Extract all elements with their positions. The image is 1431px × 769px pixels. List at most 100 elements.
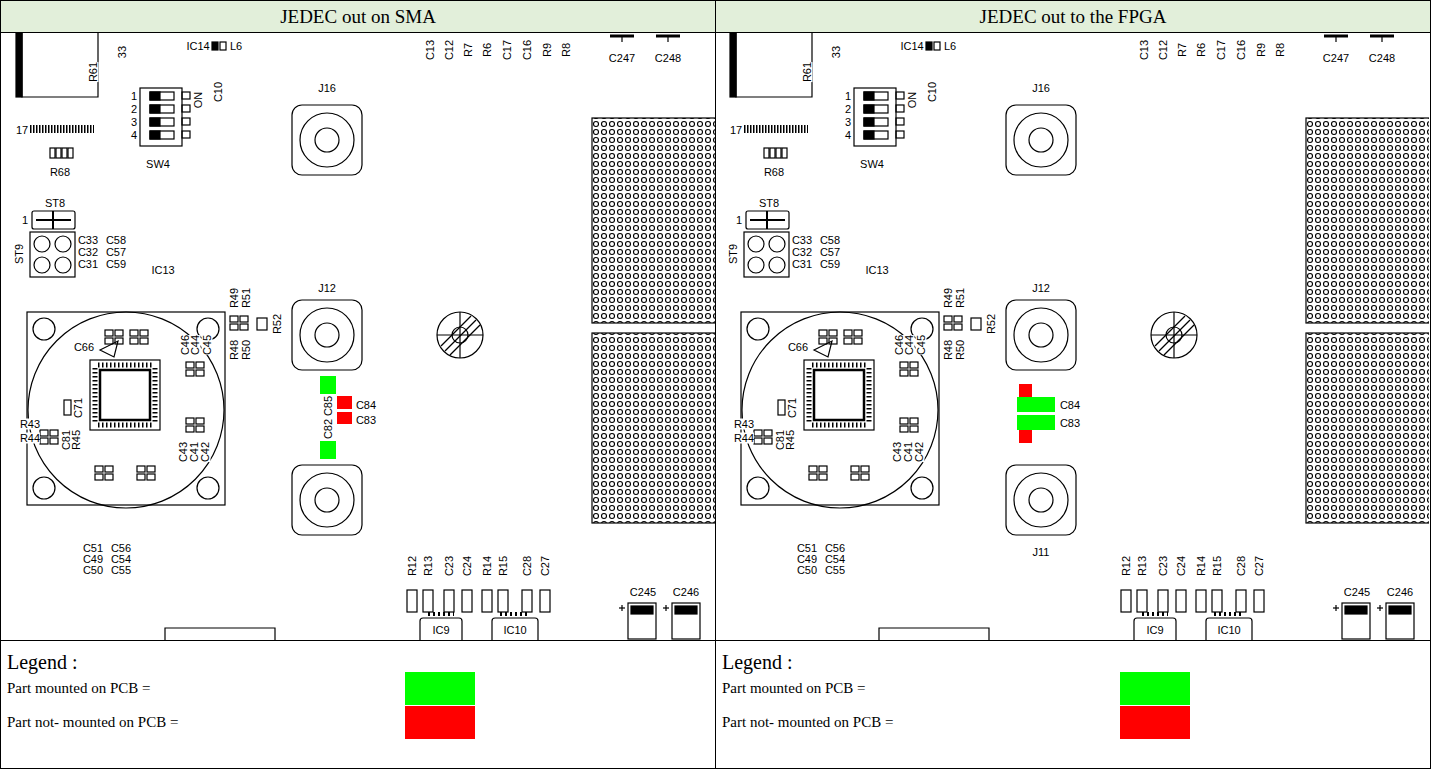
part-label: R14 xyxy=(482,556,493,576)
part-label: 1 xyxy=(22,215,28,226)
part-label: IC13 xyxy=(151,265,174,276)
part-label: 33 xyxy=(117,46,128,58)
part-label: C41 xyxy=(189,442,200,462)
part-label: C31 xyxy=(78,259,98,270)
part-label: R15 xyxy=(498,556,509,576)
part-label: C245 xyxy=(630,587,656,598)
part-label: ST9 xyxy=(14,244,25,264)
part-label: C32 xyxy=(78,247,98,258)
part-label: R48 xyxy=(229,340,240,360)
part-label: C10 xyxy=(927,82,938,102)
legend-text: Part mounted on PCB = xyxy=(7,679,150,697)
part-label: C51 xyxy=(797,543,817,554)
part-label: C45 xyxy=(916,335,927,355)
legend-cell: Legend :Part mounted on PCB =Part not- m… xyxy=(716,641,1430,768)
part-label: C13 xyxy=(1139,40,1150,60)
part-label: C246 xyxy=(673,587,699,598)
part-label: R43 xyxy=(20,419,40,430)
part-label: R52 xyxy=(272,314,283,334)
part-label: R50 xyxy=(241,340,252,360)
part-label: R7 xyxy=(463,43,474,57)
part-label: C27 xyxy=(1254,556,1265,576)
part-label: C248 xyxy=(655,53,681,64)
header-cell: JEDEC out to the FPGA xyxy=(716,1,1430,32)
part-label: C58 xyxy=(106,235,126,246)
part-label: C56 xyxy=(825,543,845,554)
part-label: J16 xyxy=(1032,83,1050,94)
part-label: R12 xyxy=(1121,556,1132,576)
part-label: C66 xyxy=(788,342,808,353)
part-label: J11 xyxy=(1033,547,1050,558)
part-label: 2 xyxy=(131,104,137,115)
part-label: C43 xyxy=(178,442,189,462)
part-label: C16 xyxy=(522,40,533,60)
part-label: C57 xyxy=(820,247,840,258)
part-label: IC14 xyxy=(186,41,209,52)
part-label: C17 xyxy=(502,40,513,60)
part-label: R44 xyxy=(20,433,40,444)
part-label: C33 xyxy=(792,235,812,246)
part-label: L6 xyxy=(230,41,242,52)
part-label: R48 xyxy=(943,340,954,360)
part-label: C54 xyxy=(825,554,845,565)
part-label: C54 xyxy=(111,554,131,565)
part-label: C51 xyxy=(83,543,103,554)
part-label: R12 xyxy=(407,556,418,576)
part-label: ON xyxy=(193,92,204,109)
part-label: C16 xyxy=(1236,40,1247,60)
part-label: 2 xyxy=(845,104,851,115)
part-label: 17 xyxy=(730,125,742,136)
part-label: R8 xyxy=(561,43,572,57)
part-label: J12 xyxy=(1032,283,1050,294)
part-label: SW4 xyxy=(146,159,170,170)
part-label: IC13 xyxy=(865,265,888,276)
part-label: R6 xyxy=(1196,43,1207,57)
legend-swatch xyxy=(405,672,475,705)
part-label: J12 xyxy=(318,283,336,294)
pcb-view xyxy=(730,33,1429,640)
part-label: ST9 xyxy=(728,244,739,264)
part-label: C42 xyxy=(914,442,925,462)
part-label: 1 xyxy=(131,91,137,102)
part-label: C247 xyxy=(1323,53,1349,64)
legend-text: Part not- mounted on PCB = xyxy=(722,713,893,731)
part-label: IC10 xyxy=(503,625,526,636)
part-label: R68 xyxy=(50,167,70,178)
legend-cell: Legend :Part mounted on PCB =Part not- m… xyxy=(1,641,715,768)
part-label: IC9 xyxy=(432,625,449,636)
part-label: C50 xyxy=(797,565,817,576)
part-label: IC9 xyxy=(1146,625,1163,636)
part-label: C55 xyxy=(111,565,131,576)
part-label: R13 xyxy=(1137,556,1148,576)
part-label: C31 xyxy=(792,259,812,270)
header-cell: JEDEC out on SMA xyxy=(1,1,715,32)
part-label: C23 xyxy=(1158,556,1169,576)
part-label: C84 xyxy=(356,400,376,411)
part-label: C59 xyxy=(820,259,840,270)
legend-swatch xyxy=(1120,706,1190,739)
part-label: IC10 xyxy=(1217,625,1240,636)
part-label: C55 xyxy=(825,565,845,576)
part-label: C28 xyxy=(522,556,533,576)
part-label: J16 xyxy=(318,83,336,94)
part-label: C43 xyxy=(892,442,903,462)
part-label: R49 xyxy=(229,288,240,308)
part-label: 3 xyxy=(131,117,137,128)
part-label: 4 xyxy=(845,130,851,141)
legend-title: Legend : xyxy=(722,651,793,674)
part-label: R15 xyxy=(1212,556,1223,576)
part-label: C71 xyxy=(73,398,84,418)
part-label: R8 xyxy=(1275,43,1286,57)
legend-swatch xyxy=(405,706,475,739)
column-heading: JEDEC out to the FPGA xyxy=(980,6,1167,28)
part-label: R45 xyxy=(785,430,796,450)
part-label: C13 xyxy=(425,40,436,60)
part-label: C59 xyxy=(106,259,126,270)
mounting-marks xyxy=(320,376,1055,459)
part-label: R45 xyxy=(71,430,82,450)
part-label: ST8 xyxy=(759,198,779,209)
part-label: SW4 xyxy=(860,159,884,170)
part-label: R44 xyxy=(734,433,754,444)
